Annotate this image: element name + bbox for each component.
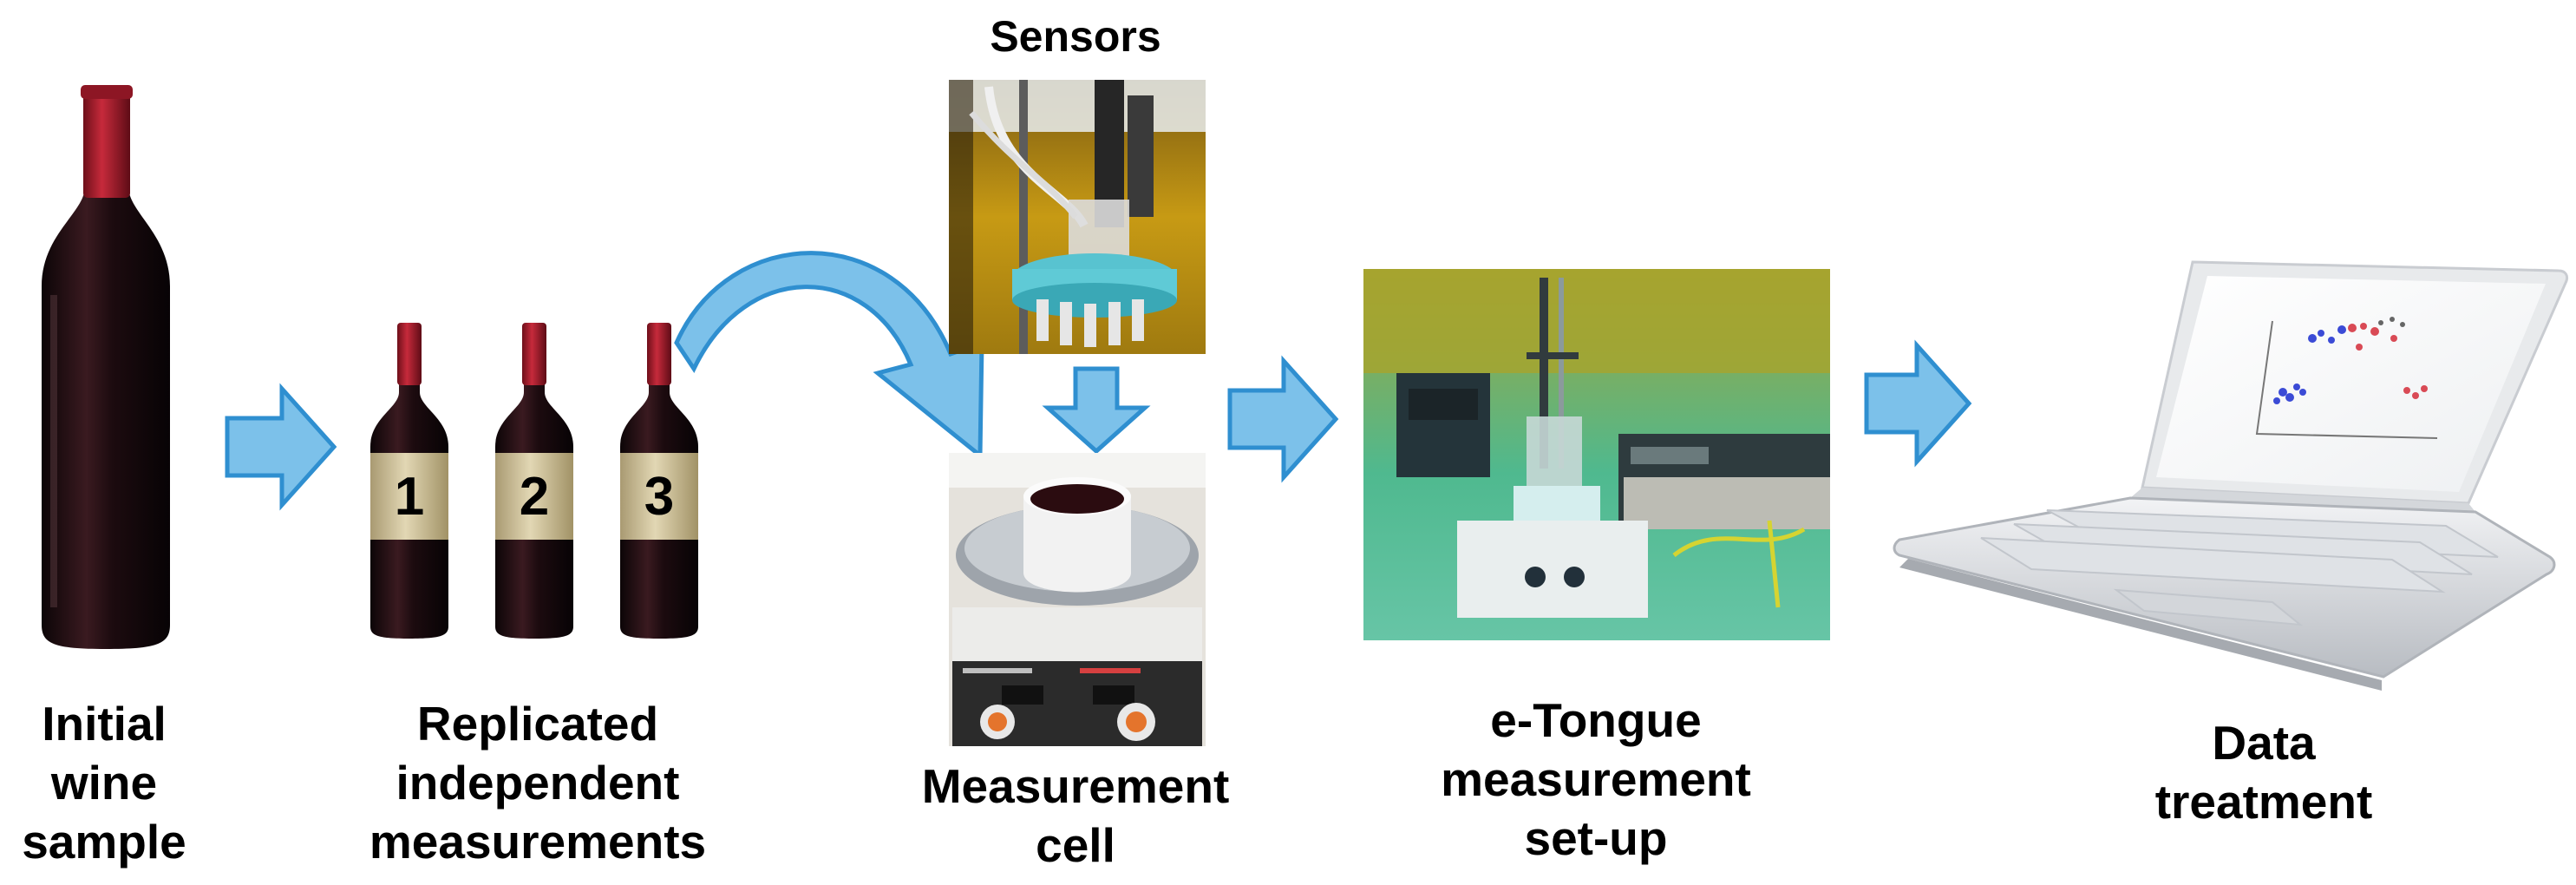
step-label-line: set-up — [1524, 811, 1668, 865]
step-label-line: wine — [50, 756, 158, 810]
sensors-photo — [949, 80, 1206, 354]
replicate-number-1: 1 — [394, 467, 425, 527]
initial-wine-bottle — [42, 85, 170, 649]
sensors-label: Sensors — [990, 12, 1161, 61]
step-label-line: sample — [22, 815, 186, 869]
step-label-line: Initial — [42, 697, 167, 751]
step-label-line: Measurement — [921, 759, 1230, 813]
etongue-setup-photo — [1363, 269, 1830, 640]
arrow-right-1 — [225, 383, 337, 511]
step-label-line: independent — [396, 756, 680, 810]
screen-plot — [2255, 317, 2438, 439]
curved-arrow — [674, 251, 984, 461]
step-label-etongue-setup: e-Tongue measurement set-up — [1405, 691, 1787, 868]
step-label-line: Replicated — [416, 697, 659, 751]
step-label-line: measurements — [369, 815, 707, 869]
step-label-replicated-measurements: Replicated independent measurements — [338, 694, 737, 871]
arrow-right-2 — [1227, 355, 1339, 483]
replicate-bottle-2 — [495, 323, 573, 639]
step-label-line: measurement — [1441, 752, 1751, 806]
laptop — [1893, 260, 2569, 691]
step-label-data-treatment: Data treatment — [2108, 713, 2420, 831]
replicate-bottle-3 — [620, 323, 698, 639]
measurement-cell-photo — [949, 453, 1206, 746]
step-label-measurement-cell: Measurement cell — [885, 757, 1266, 875]
replicate-number-3: 3 — [644, 467, 675, 527]
arrow-right-3 — [1864, 339, 1972, 468]
replicate-number-2: 2 — [519, 467, 550, 527]
arrow-down — [1042, 366, 1151, 455]
step-label-line: cell — [1036, 818, 1115, 872]
step-label-initial-wine-sample: Initial wine sample — [0, 694, 208, 871]
replicate-bottles — [370, 323, 698, 639]
replicate-bottle-1 — [370, 323, 448, 639]
step-label-line: Data — [2212, 716, 2316, 770]
step-label-line: e-Tongue — [1490, 693, 1702, 747]
step-label-line: treatment — [2154, 775, 2373, 829]
